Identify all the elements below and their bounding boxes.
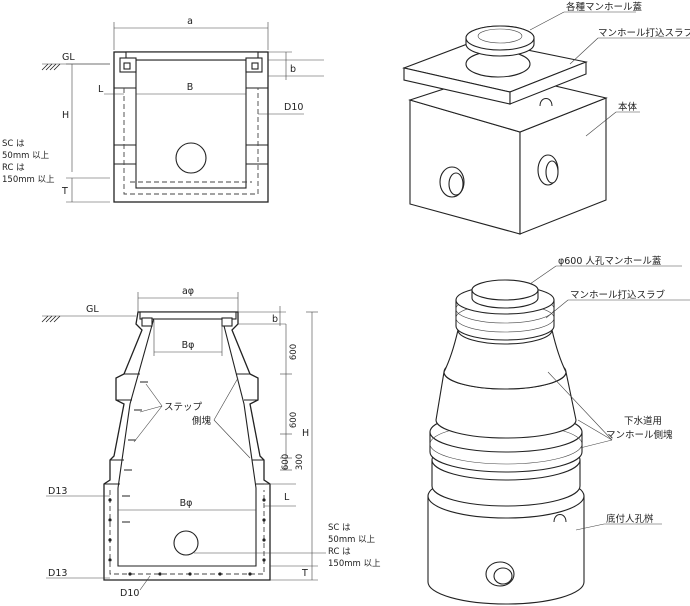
dim-b-label-2: b bbox=[272, 314, 278, 325]
cover-label: 各種マンホール蓋 bbox=[566, 1, 643, 13]
square-manhole-section: a GL H T SC は 50mm 以上 RC は 150mm 以上 bbox=[2, 16, 324, 203]
slab-label-2: マンホール打込スラブ bbox=[570, 289, 666, 301]
dim-l-label-2: L bbox=[284, 492, 290, 503]
dim-a-label: a bbox=[187, 16, 193, 27]
cover-note-3: RC は bbox=[2, 163, 25, 173]
dim-t-label-2: T bbox=[301, 568, 308, 579]
cover-note-b1: SC は bbox=[328, 523, 351, 533]
rebar-d10-base-label: D10 bbox=[120, 588, 139, 599]
side-block-label: 側塊 bbox=[192, 415, 212, 427]
slab-label: マンホール打込スラブ bbox=[598, 27, 690, 39]
ground-hatch bbox=[41, 63, 61, 71]
ground-hatch-2 bbox=[41, 315, 61, 323]
dim-a-phi-label: aφ bbox=[182, 286, 194, 297]
cover-label-2: φ600 人孔マンホール蓋 bbox=[558, 255, 662, 267]
dim-h-label: H bbox=[62, 110, 69, 121]
cover-note-1: SC は bbox=[2, 139, 25, 149]
body-label: 本体 bbox=[618, 101, 638, 113]
dim-h-label-2: H bbox=[302, 428, 309, 439]
square-manhole-isometric: 各種マンホール蓋 マンホール打込スラブ 本体 bbox=[402, 1, 690, 235]
gl-label: GL bbox=[62, 52, 75, 63]
dim-b-phi-top-label: Bφ bbox=[182, 340, 195, 351]
side-label-1: 下水道用 bbox=[624, 415, 662, 427]
rebar-d13-bottom-label: D13 bbox=[48, 568, 67, 579]
cover-note-b2: 50mm 以上 bbox=[328, 535, 376, 545]
dim-b-phi-bottom-label: Bφ bbox=[180, 498, 193, 509]
rebar-dots bbox=[108, 498, 266, 576]
dim-300: 300 bbox=[295, 454, 305, 470]
dim-600-2: 600 bbox=[289, 412, 299, 428]
rebar-d10-label: D10 bbox=[284, 102, 303, 113]
base-label: 底付人孔桝 bbox=[606, 513, 654, 525]
round-manhole-section: aφ GL bbox=[41, 286, 381, 599]
dim-b-width-label: B bbox=[187, 82, 194, 93]
cover-note-b3: RC は bbox=[328, 547, 351, 557]
dim-600-1: 600 bbox=[289, 344, 299, 360]
dim-600-3: 600 bbox=[281, 454, 291, 470]
cover-note-4: 150mm 以上 bbox=[2, 175, 55, 185]
round-manhole-isometric: φ600 人孔マンホール蓋 マンホール打込スラブ 下水道用 マンホール側塊 底付… bbox=[427, 255, 690, 605]
step-label: ステップ bbox=[164, 402, 203, 413]
gl-label-2: GL bbox=[86, 304, 99, 315]
dim-l-label: L bbox=[98, 84, 104, 95]
cover-note-b4: 150mm 以上 bbox=[328, 559, 381, 569]
side-label-2: マンホール側塊 bbox=[606, 429, 673, 441]
rebar-d13-top-label: D13 bbox=[48, 486, 67, 497]
cover-note-2: 50mm 以上 bbox=[2, 151, 50, 161]
dim-b-label: b bbox=[290, 64, 296, 75]
dim-t-label: T bbox=[61, 186, 68, 197]
